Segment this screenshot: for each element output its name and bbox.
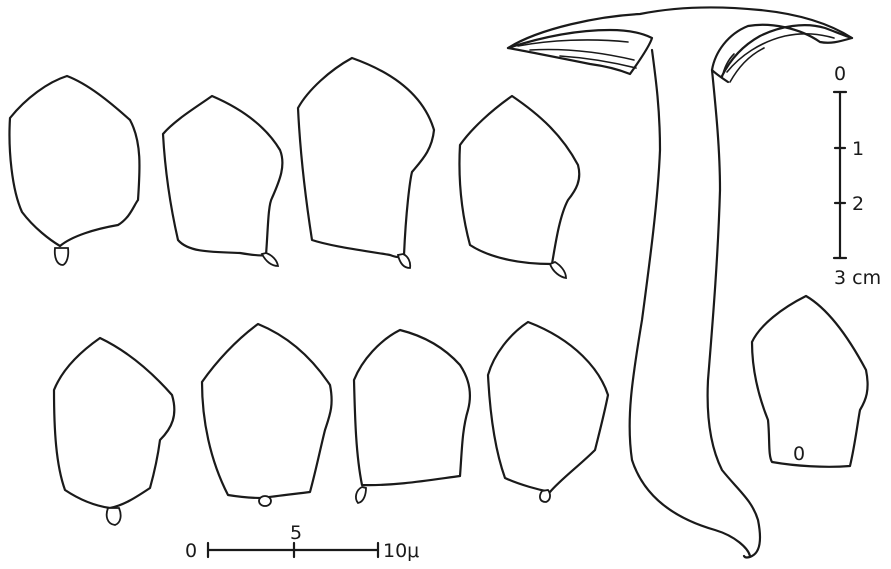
spore-drawing-2 [163,96,282,266]
spore-scale-tick-0: 0 [185,540,197,562]
fruitbody-drawing [508,7,852,557]
spore-scale-tick-5: 5 [290,522,302,544]
spore-drawing-9-with-oil-drop: 0 [752,296,868,467]
fruitbody-scale-tick-3cm: 3 cm [834,267,881,289]
spore-drawing-4 [459,96,579,278]
spore-scale-tick-10: 10μ [383,540,419,562]
oil-drop-label: 0 [793,443,805,465]
fruitbody-scale-tick-2: 2 [852,193,864,215]
spore-drawing-8 [488,322,608,502]
fruitbody-scale-bar: 0 1 2 3 cm [834,63,881,289]
spore-drawing-6 [202,324,332,506]
spore-drawing-3 [298,58,434,268]
fruitbody-scale-tick-0: 0 [834,63,846,85]
spore-drawing-5 [54,338,174,525]
spore-scale-bar: 0 5 10μ [185,522,419,562]
fruitbody-scale-tick-1: 1 [852,138,864,160]
spore-drawing-1 [10,76,140,265]
spore-drawing-7 [354,330,470,503]
